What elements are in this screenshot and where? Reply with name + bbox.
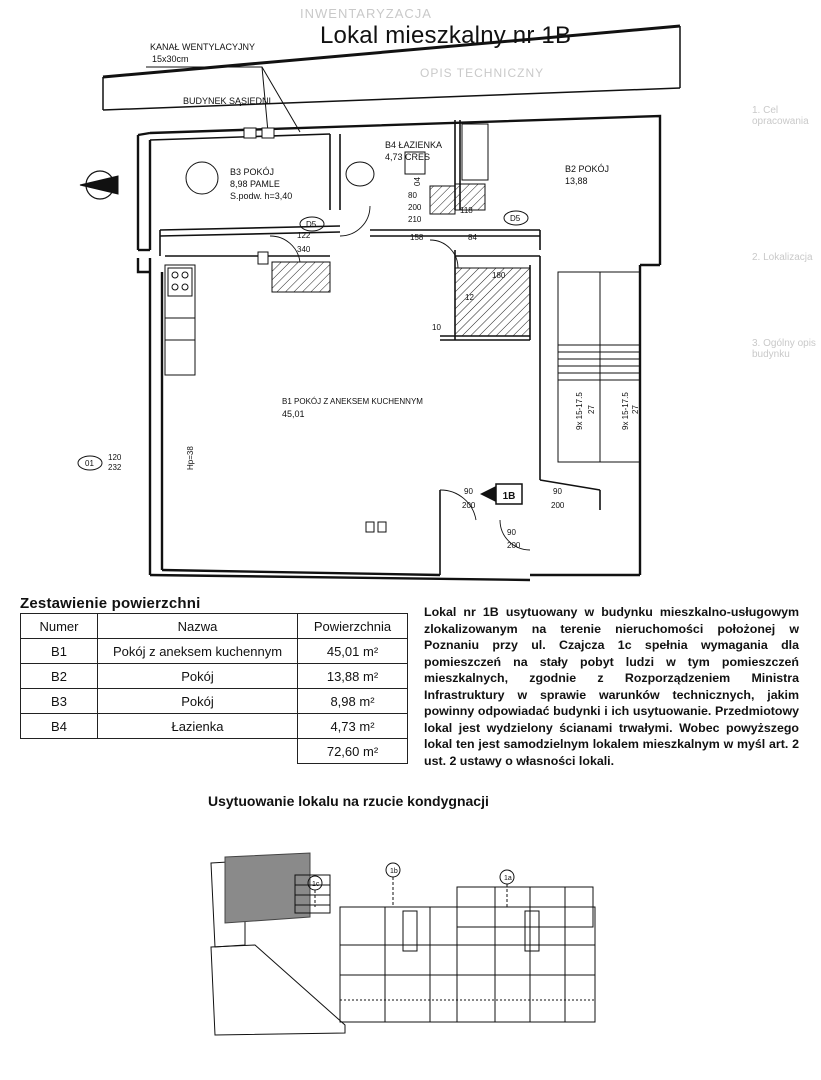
room-b3-code-name: B3 POKÓJ xyxy=(230,167,274,177)
door-tags xyxy=(77,210,529,471)
cell-name: Pokój z aneksem kuchennym xyxy=(97,638,298,664)
kitchen-units xyxy=(164,264,196,376)
dim-label: 200 xyxy=(462,501,476,510)
cell-area: 45,01 m² xyxy=(297,638,408,664)
cell-name: Pokój xyxy=(97,688,298,714)
stair-label: 1b xyxy=(390,868,398,875)
table-total-row: 72,60 m² xyxy=(21,738,408,764)
room-b3-floor: S.podw. h=3,40 xyxy=(230,191,292,201)
bleed-text-4: 2. Lokalizacja xyxy=(752,252,813,263)
unit-badge-label: 1B xyxy=(503,491,516,502)
room-b4-code-name: B4 ŁAZIENKA xyxy=(385,140,442,150)
ventilation-label: KANAŁ WENTYLACYJNY xyxy=(150,42,255,52)
dim-label: 122 xyxy=(297,231,311,240)
room-b4-area: 4,73 CRES xyxy=(385,152,430,162)
door-swings xyxy=(269,205,531,551)
dim-label: 90 xyxy=(553,487,562,496)
stair-label: 1c xyxy=(312,881,320,888)
table-header-row: Numer Nazwa Powierzchnia xyxy=(20,613,408,639)
neighbour-boundary xyxy=(102,24,681,111)
interior-walls xyxy=(149,120,601,575)
cell-number: B2 xyxy=(20,663,98,689)
door-tag-2: D5 xyxy=(510,214,521,223)
north-arrow-icon xyxy=(79,170,119,200)
door-tag-3: 01 xyxy=(85,459,94,468)
ventilation-leader xyxy=(146,66,301,133)
table-row: B4 Łazienka 4,73 m² xyxy=(20,713,408,739)
bathroom-fixtures xyxy=(185,123,489,195)
dim-label: 340 xyxy=(297,245,311,254)
dim-label: 80 xyxy=(408,191,417,200)
cell-name: Łazienka xyxy=(97,713,298,739)
cell-area: 4,73 m² xyxy=(297,713,408,739)
dim-label: 90 xyxy=(464,487,473,496)
dim-label: 200 xyxy=(551,501,565,510)
dim-label: 232 xyxy=(108,463,122,472)
neighbour-label: BUDYNEK SĄSIEDNI xyxy=(183,96,271,106)
dim-label: 10 xyxy=(432,323,441,332)
cell-area: 13,88 m² xyxy=(297,663,408,689)
stair-label: 1a xyxy=(504,875,512,882)
radiators xyxy=(257,251,387,533)
dim-label: 27 xyxy=(587,405,596,414)
ventilation-size: 15x30cm xyxy=(152,54,189,64)
door-tag-1: D5 xyxy=(306,220,317,229)
room-b3-area: 8,98 PAMLE xyxy=(230,179,280,189)
col-header-name: Nazwa xyxy=(97,613,298,639)
dim-label: 9x 15-17.5 xyxy=(621,392,630,430)
dim-label: 180 xyxy=(492,271,506,280)
dim-label: 210 xyxy=(408,215,422,224)
cell-number: B4 xyxy=(20,713,98,739)
outer-walls xyxy=(136,114,662,582)
col-header-number: Numer xyxy=(20,613,98,639)
table-row: B1 Pokój z aneksem kuchennym 45,01 m² xyxy=(20,638,408,664)
staircase xyxy=(557,271,641,463)
room-b2-code-name: B2 POKÓJ xyxy=(565,164,609,174)
unit-badge: 1B xyxy=(480,483,523,505)
dim-label: 12 xyxy=(465,293,474,302)
location-heading: Usytuowanie lokalu na rzucie kondygnacji xyxy=(208,793,489,809)
dim-label: 27 xyxy=(631,405,640,414)
table-row: B2 Pokój 13,88 m² xyxy=(20,663,408,689)
hatched-elements xyxy=(243,127,531,337)
page-title: Lokal mieszkalny nr 1B xyxy=(320,22,572,49)
area-table: Numer Nazwa Powierzchnia B1 Pokój z anek… xyxy=(20,613,408,764)
table-row: B3 Pokój 8,98 m² xyxy=(20,688,408,714)
dim-label: 118 xyxy=(460,206,473,215)
dim-label: 84 xyxy=(468,233,477,242)
bleed-text-3: 1. Cel opracowania xyxy=(752,105,809,127)
room-b2-area: 13,88 xyxy=(565,176,588,186)
cell-number: B3 xyxy=(20,688,98,714)
cell-name: Pokój xyxy=(97,663,298,689)
room-b1-area: 45,01 xyxy=(282,409,305,419)
dimension-labels: 122 340 80 200 210 158 84 118 180 12 10 … xyxy=(108,177,640,550)
bleed-text-2: OPIS TECHNICZNY xyxy=(420,66,545,80)
dim-label: 90 xyxy=(507,528,516,537)
dim-label: 158 xyxy=(410,233,424,242)
bleed-text-5: 3. Ogólny opis budynku xyxy=(752,338,816,360)
description-paragraph: Lokal nr 1B usytuowany w budynku mieszka… xyxy=(424,605,799,768)
col-header-area: Powierzchnia xyxy=(297,613,408,639)
cell-area: 8,98 m² xyxy=(297,688,408,714)
cell-total-area: 72,60 m² xyxy=(297,738,408,764)
floor-location-plan: 1c 1b 1a xyxy=(210,852,596,1036)
bleed-text-1: INWENTARYZACJA xyxy=(300,6,432,21)
dim-label: 9x 15-17.5 xyxy=(575,392,584,430)
dim-label: 200 xyxy=(408,203,422,212)
floor-plan: 1B KANAŁ WENTYLACYJNY 15x30cm BUDYNEK SĄ… xyxy=(77,24,681,582)
dim-label: 120 xyxy=(108,453,122,462)
cell-number: B1 xyxy=(20,638,98,664)
dim-label: Hp=38 xyxy=(186,446,195,470)
area-table-heading: Zestawienie powierzchni xyxy=(20,595,201,612)
dim-label: 04 xyxy=(413,177,422,186)
dim-label: 200 xyxy=(507,541,521,550)
room-b1-code-name: B1 POKÓJ Z ANEKSEM KUCHENNYM xyxy=(282,397,423,406)
